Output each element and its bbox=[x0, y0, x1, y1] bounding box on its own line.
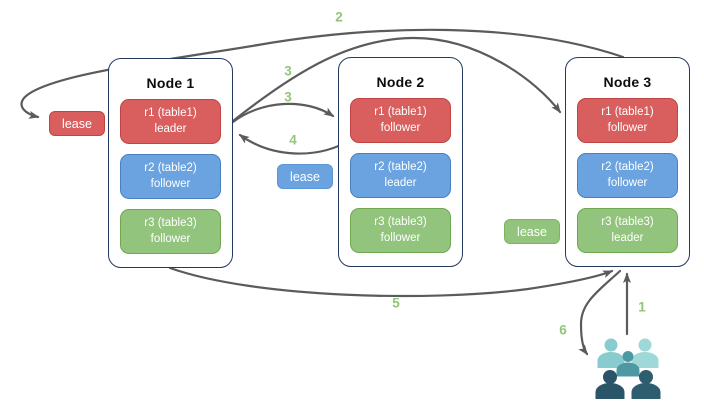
person-top-left bbox=[597, 338, 625, 368]
step-label-3b: 3 bbox=[284, 89, 292, 105]
node3-box: Node 3 r1 (table1) follower r2 (table2) … bbox=[565, 57, 690, 267]
node3-replica-r3: r3 (table3) leader bbox=[577, 208, 678, 253]
replica-role: follower bbox=[607, 176, 648, 189]
replica-role: follower bbox=[380, 121, 421, 134]
step-label-1: 1 bbox=[638, 299, 646, 315]
node1-box: Node 1 r1 (table1) leader r2 (table2) fo… bbox=[108, 58, 233, 268]
replica-range: r2 (table2) bbox=[374, 161, 427, 174]
replica-range: r3 (table3) bbox=[144, 217, 197, 230]
node1-replica-r3: r3 (table3) follower bbox=[120, 209, 221, 254]
lease-badge-green: lease bbox=[504, 219, 560, 244]
replica-role: follower bbox=[150, 177, 191, 190]
person-middle bbox=[616, 351, 640, 377]
node3-title: Node 3 bbox=[603, 74, 652, 90]
users-icon bbox=[595, 338, 661, 399]
node2-box: Node 2 r1 (table1) follower r2 (table2) … bbox=[338, 57, 463, 267]
replica-role: leader bbox=[154, 122, 187, 135]
node2-replica-r1: r1 (table1) follower bbox=[350, 98, 451, 143]
node3-replica-r1: r1 (table1) follower bbox=[577, 98, 678, 143]
node2-replica-r2: r2 (table2) leader bbox=[350, 153, 451, 198]
arrow-step3-node1-to-node3 bbox=[231, 36, 562, 123]
replica-role: follower bbox=[150, 232, 191, 245]
arrow-step3-node1-to-node2 bbox=[231, 102, 335, 124]
node1-replica-r2: r2 (table2) follower bbox=[120, 154, 221, 199]
node1-title: Node 1 bbox=[146, 75, 195, 91]
node3-replica-r2: r2 (table2) follower bbox=[577, 153, 678, 198]
person-bottom-left bbox=[595, 370, 625, 399]
step-label-3a: 3 bbox=[284, 63, 292, 79]
replica-role: follower bbox=[380, 231, 421, 244]
replica-range: r2 (table2) bbox=[144, 162, 197, 175]
person-top-right bbox=[631, 338, 659, 368]
lease-badge-red: lease bbox=[49, 111, 105, 136]
arrow-step5-node1-to-node3 bbox=[168, 266, 614, 298]
step-label-4: 4 bbox=[289, 132, 297, 148]
step-label-5: 5 bbox=[392, 295, 400, 311]
replica-range: r1 (table1) bbox=[144, 107, 197, 120]
node2-title: Node 2 bbox=[376, 74, 425, 90]
lease-badge-blue: lease bbox=[277, 164, 333, 189]
replica-range: r1 (table1) bbox=[374, 106, 427, 119]
replica-range: r2 (table2) bbox=[601, 161, 654, 174]
replica-range: r3 (table3) bbox=[601, 216, 654, 229]
replica-role: leader bbox=[611, 231, 644, 244]
replica-range: r1 (table1) bbox=[601, 106, 654, 119]
replica-role: leader bbox=[384, 176, 417, 189]
node1-replica-r1: r1 (table1) leader bbox=[120, 99, 221, 144]
step-label-2: 2 bbox=[335, 9, 343, 25]
replica-role: follower bbox=[607, 121, 648, 134]
replica-range: r3 (table3) bbox=[374, 216, 427, 229]
person-bottom-right bbox=[631, 370, 661, 399]
step-label-6: 6 bbox=[559, 322, 567, 338]
node2-replica-r3: r3 (table3) follower bbox=[350, 208, 451, 253]
arrow-step2-node3-to-lease1 bbox=[20, 28, 625, 119]
arrow-step6-node3-to-users bbox=[578, 269, 622, 356]
